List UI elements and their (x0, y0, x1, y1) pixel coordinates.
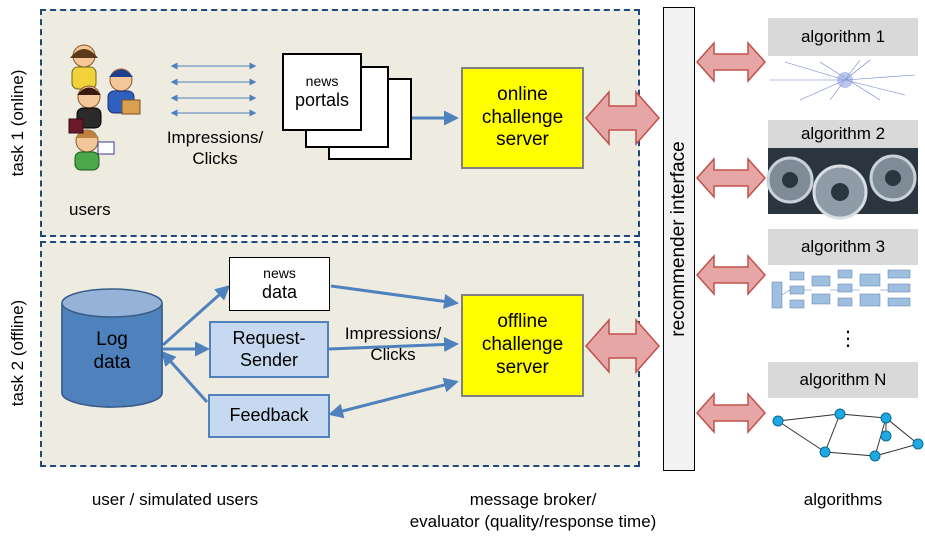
task1-impressions-label: Impressions/ Clicks (166, 128, 264, 169)
users-icon (68, 44, 141, 171)
log-data-label: Log data (93, 329, 131, 373)
alg3-arrow (695, 254, 767, 296)
portal-line1: news (305, 72, 339, 89)
algorithm1-title: algorithm 1 (768, 18, 918, 56)
impression-arrows (170, 62, 257, 117)
algorithm3-image (768, 265, 918, 322)
algN-arrow (695, 392, 767, 434)
alg1-arrow (695, 41, 767, 83)
bottom-middle-label: message broker/ evaluator (quality/respo… (409, 490, 657, 532)
algorithm-ellipsis: ⋮ (838, 328, 858, 350)
log-cylinder (61, 288, 163, 408)
portal-line2: portals (294, 89, 350, 110)
recommender-interface-bar: recommender interface (663, 7, 695, 471)
bottom-left-label: user / simulated users (91, 490, 259, 509)
news-portals-box: news portals (282, 53, 362, 131)
request-sender-box: Request- Sender (209, 321, 329, 378)
news-line2: data (261, 281, 298, 302)
news-line1: news (263, 264, 296, 281)
task2-impressions-label: Impressions/ Clicks (344, 324, 442, 365)
offline-server-box: offline challenge server (461, 294, 584, 397)
recommender-interface-label: recommender interface (668, 141, 689, 337)
algorithm2-title: algorithm 2 (768, 120, 918, 148)
feedback-server-arrow (328, 377, 459, 419)
algorithmN-image (768, 398, 924, 468)
algorithmN-title: algorithm N (768, 362, 918, 398)
online-server-box: online challenge server (461, 67, 584, 169)
feedback-box: Feedback (208, 394, 330, 438)
news-server-arrow (330, 284, 459, 309)
algorithm2-image (766, 148, 918, 220)
online-broker-arrow (584, 90, 661, 146)
users-label: users (69, 200, 111, 219)
algorithm3-title: algorithm 3 (768, 229, 918, 265)
news-data-box: news data (229, 257, 330, 311)
log-news-arrow (162, 285, 231, 347)
log-feedback-arrow (160, 350, 209, 404)
offline-broker-arrow (584, 318, 661, 374)
alg2-arrow (695, 157, 767, 199)
bottom-right-label: algorithms (803, 490, 883, 509)
algorithm1-image (768, 56, 918, 104)
request-server-arrow (328, 336, 459, 352)
